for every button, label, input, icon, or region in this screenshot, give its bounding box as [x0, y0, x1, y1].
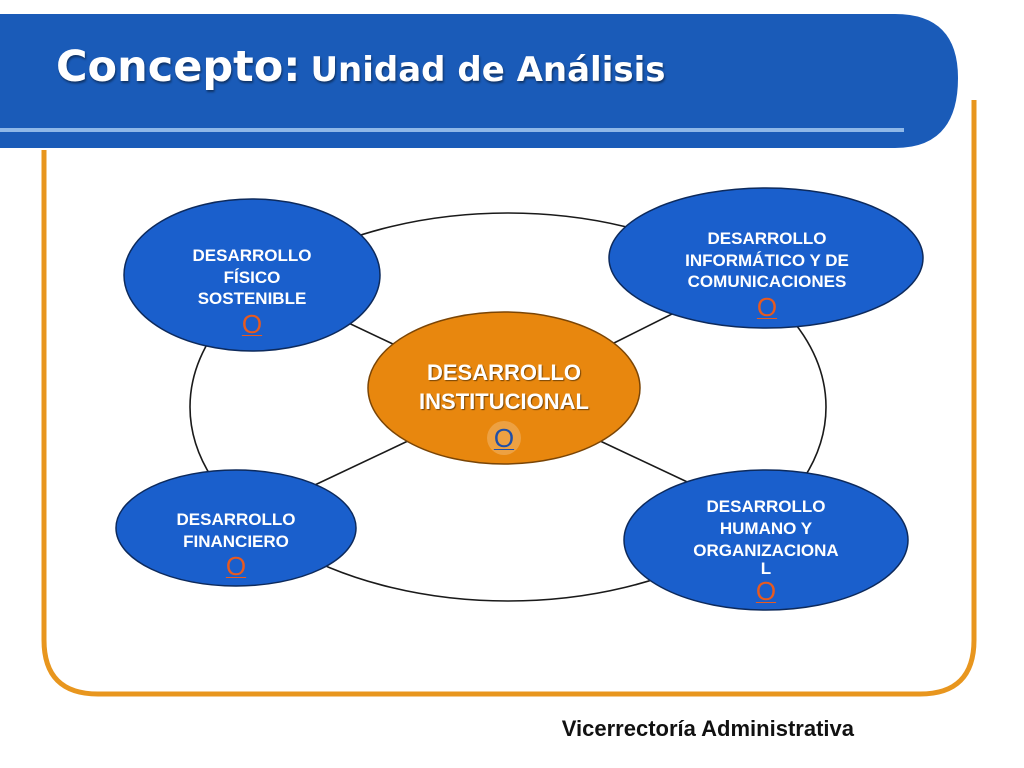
node-bottom-left-marker[interactable]: O — [225, 551, 247, 582]
node-top-left-line-3: SOSTENIBLE — [197, 289, 307, 309]
node-bottom-right-line-1: DESARROLLO — [706, 497, 826, 517]
node-top-left: DESARROLLO FÍSICO SOSTENIBLE O — [146, 232, 358, 350]
orange-frame-border — [41, 100, 977, 697]
node-bottom-right-line-2: HUMANO Y — [719, 518, 813, 538]
node-bottom-left: DESARROLLO FINANCIERO O — [140, 500, 332, 588]
node-top-right-line-1: DESARROLLO — [707, 228, 827, 248]
title-main: Concepto: — [56, 42, 301, 92]
page-title: Concepto:Unidad de Análisis — [56, 46, 666, 89]
node-top-right: DESARROLLO INFORMÁTICO Y DE COMUNICACION… — [636, 218, 898, 330]
node-top-right-shape — [608, 187, 924, 329]
node-center-line-1: DESARROLLO — [427, 360, 581, 386]
node-top-left-marker[interactable]: O — [241, 309, 263, 340]
title-sub: Unidad de Análisis — [310, 50, 666, 90]
node-bottom-right-line-4: L — [760, 559, 772, 579]
node-center-marker[interactable]: O — [487, 420, 521, 455]
node-top-left-shape — [123, 198, 381, 352]
node-center-line-2: INSTITUCIONAL — [419, 389, 589, 414]
node-top-right-marker[interactable]: O — [756, 292, 778, 323]
node-bottom-left-line-1: DESARROLLO — [176, 509, 296, 529]
connector-bottom-left — [299, 439, 411, 493]
node-bottom-right-marker[interactable]: O — [755, 575, 777, 606]
node-center-shape — [367, 311, 641, 465]
node-center: DESARROLLO INSTITUCIONAL O — [384, 344, 624, 470]
node-top-left-line-1: DESARROLLO — [192, 245, 312, 265]
title-banner — [0, 14, 958, 148]
footer-text: Vicerrectoría Administrativa — [561, 716, 854, 741]
node-bottom-right: DESARROLLO HUMANO Y ORGANIZACIONA L O — [656, 488, 876, 612]
node-bottom-right-line-3: ORGANIZACIONA — [693, 540, 839, 560]
node-bottom-left-line-2: FINANCIERO — [183, 531, 289, 551]
ring-ellipse — [189, 212, 827, 602]
node-bottom-left-shape — [115, 469, 357, 587]
node-bottom-right-shape — [623, 469, 909, 611]
node-top-right-line-3: COMUNICACIONES — [687, 272, 847, 292]
node-top-left-line-2: FÍSICO — [223, 267, 281, 287]
node-top-right-line-2: INFORMÁTICO Y DE — [685, 250, 849, 270]
